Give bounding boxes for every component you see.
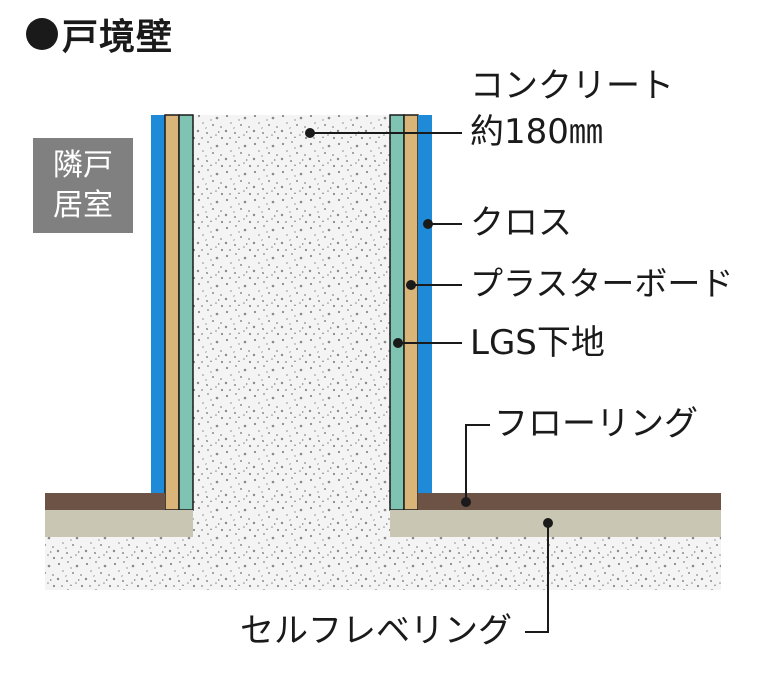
left-plasterboard-layer	[164, 114, 180, 511]
leader-self-leveling	[525, 523, 549, 633]
neighbor-room-tag: 隣戸 居室	[33, 138, 133, 233]
dot-concrete	[305, 128, 315, 138]
left-lgs-layer	[178, 114, 194, 511]
dot-flooring	[461, 497, 471, 507]
right-flooring	[418, 493, 721, 510]
label-cloth: クロス	[470, 203, 572, 243]
title-text: 戸境壁	[62, 17, 174, 58]
leader-flooring	[465, 424, 490, 502]
dot-self-leveling	[543, 518, 553, 528]
label-concrete: コンクリート	[470, 66, 674, 106]
label-concrete-thickness: 約180㎜	[470, 112, 603, 152]
title-bullet-icon	[26, 18, 58, 50]
right-plasterboard-layer	[403, 114, 419, 511]
room-tag-line2: 居室	[53, 187, 113, 223]
left-cloth-layer	[151, 115, 165, 493]
label-lgs: LGS下地	[470, 323, 605, 363]
concrete-wall	[193, 115, 390, 590]
dot-cloth	[423, 219, 433, 229]
label-self-leveling: セルフレベリング	[240, 611, 512, 651]
dot-plasterboard	[406, 280, 416, 290]
right-lgs-layer	[389, 114, 405, 511]
diagram-title: 戸境壁	[26, 10, 173, 58]
room-tag-line1: 隣戸	[53, 147, 113, 183]
left-self-leveling	[45, 510, 193, 537]
label-flooring: フローリング	[494, 404, 698, 444]
left-flooring	[45, 493, 165, 510]
right-self-leveling	[390, 510, 721, 537]
dot-lgs	[393, 338, 403, 348]
right-cloth-layer	[418, 115, 432, 493]
label-plasterboard: プラスターボード	[470, 264, 734, 303]
